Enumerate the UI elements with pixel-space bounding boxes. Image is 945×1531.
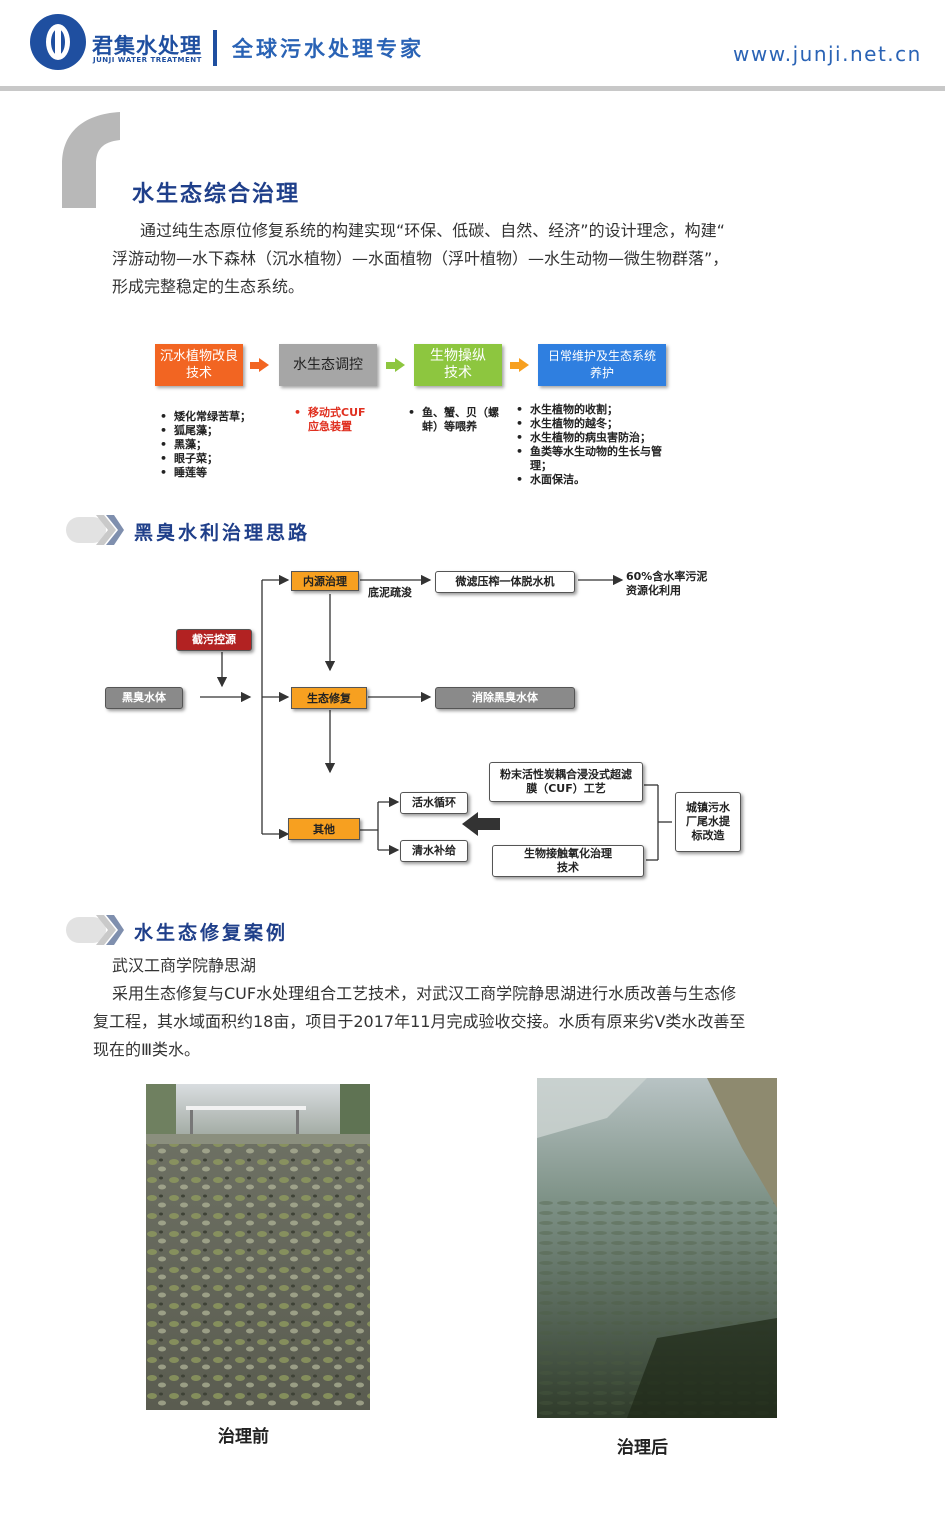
node-eliminate-black-water: 消除黑臭水体 [435,687,575,709]
header-rule [0,86,945,91]
node-other: 其他 [288,818,360,840]
node-wwtp-upgrade: 城镇污水厂尾水提标改造 [675,792,741,852]
node-sludge-reuse: 60%含水率污泥资源化利用 [626,570,708,597]
node-black-water: 黑臭水体 [105,687,183,709]
slogan: 全球污水处理专家 [232,37,424,61]
flow-box-plant-tech: 沉水植物改良技术 [155,344,243,386]
node-dewater-machine: 微滤压榨一体脱水机 [435,571,575,593]
node-water-circulation: 活水循环 [400,792,468,814]
flow-arrow-2 [386,362,396,369]
brand-name-cn: 君集水处理 [92,34,202,58]
node-cuf-process: 粉末活性炭耦合浸没式超滤膜（CUF）工艺 [489,762,643,802]
list-maintenance: 水生植物的收割； 水生植物的越冬； 水生植物的病虫害防治； 鱼类等水生动物的生长… [516,403,674,487]
flow-connectors [200,574,672,861]
case-name: 武汉工商学院静思湖 [112,956,257,975]
chevron-right-icon [66,515,124,545]
website-link[interactable]: www.junji.net.cn [733,42,922,66]
node-ecological-repair: 生态修复 [291,687,367,709]
brand-name-en: JUNJI WATER TREATMENT [93,56,202,64]
intro-line-3: 形成完整稳定的生态系统。 [112,277,305,296]
node-internal-treatment: 内源治理 [291,571,359,591]
photo-before [146,1084,370,1410]
node-bio-contact-oxidation: 生物接触氧化治理技术 [492,845,644,877]
flow-box-bio-manipulation: 生物操纵技术 [414,344,502,386]
section-title-eco-governance: 水生态综合治理 [132,182,301,207]
intro-line-2: 浮游动物—水下森林（沉水植物）—水面植物（浮叶植物）—水生动物—微生物群落”， [112,249,729,268]
flow-box-maintenance: 日常维护及生态系统养护 [538,344,666,386]
node-source-control: 截污控源 [176,629,252,651]
section-title-black-water: 黑臭水利治理思路 [134,522,311,544]
label-dredge: 底泥疏浚 [368,586,412,599]
caption-before: 治理前 [218,1427,269,1447]
header-divider [213,30,217,66]
quote-mark-icon [62,112,120,208]
flow-arrow-3 [510,362,520,369]
page-header: 君集水处理 JUNJI WATER TREATMENT 全球污水处理专家 www… [0,0,945,92]
intro-line-1: 通过纯生态原位修复系统的构建实现“环保、低碳、自然、经济”的设计理念，构建“ [140,221,725,240]
case-line-3: 现在的Ⅲ类水。 [93,1040,201,1059]
case-line-2: 复工程，其水域面积约18亩，项目于2017年11月完成验收交接。水质有原来劣V类… [93,1012,746,1031]
brand-logo-icon [30,14,86,70]
section-title-case: 水生态修复案例 [134,922,289,944]
photo-after [537,1078,777,1418]
flow-arrow-1 [250,362,260,369]
case-line-1: 采用生态修复与CUF水处理组合工艺技术，对武汉工商学院静思湖进行水质改善与生态修 [112,984,737,1003]
list-plant-species: 矮化常绿苦草； 狐尾藻； 黑藻； 眼子菜； 睡莲等 [160,410,280,480]
list-aquatic-animals: 鱼、蟹、贝（螺蚌）等喂养 [408,406,504,434]
list-cuf-device: 移动式CUF应急装置 [294,406,374,434]
node-clean-water-supply: 清水补给 [400,840,468,862]
caption-after: 治理后 [617,1438,668,1458]
chevron-right-icon [66,915,124,945]
flow-box-eco-regulation: 水生态调控 [279,344,377,386]
